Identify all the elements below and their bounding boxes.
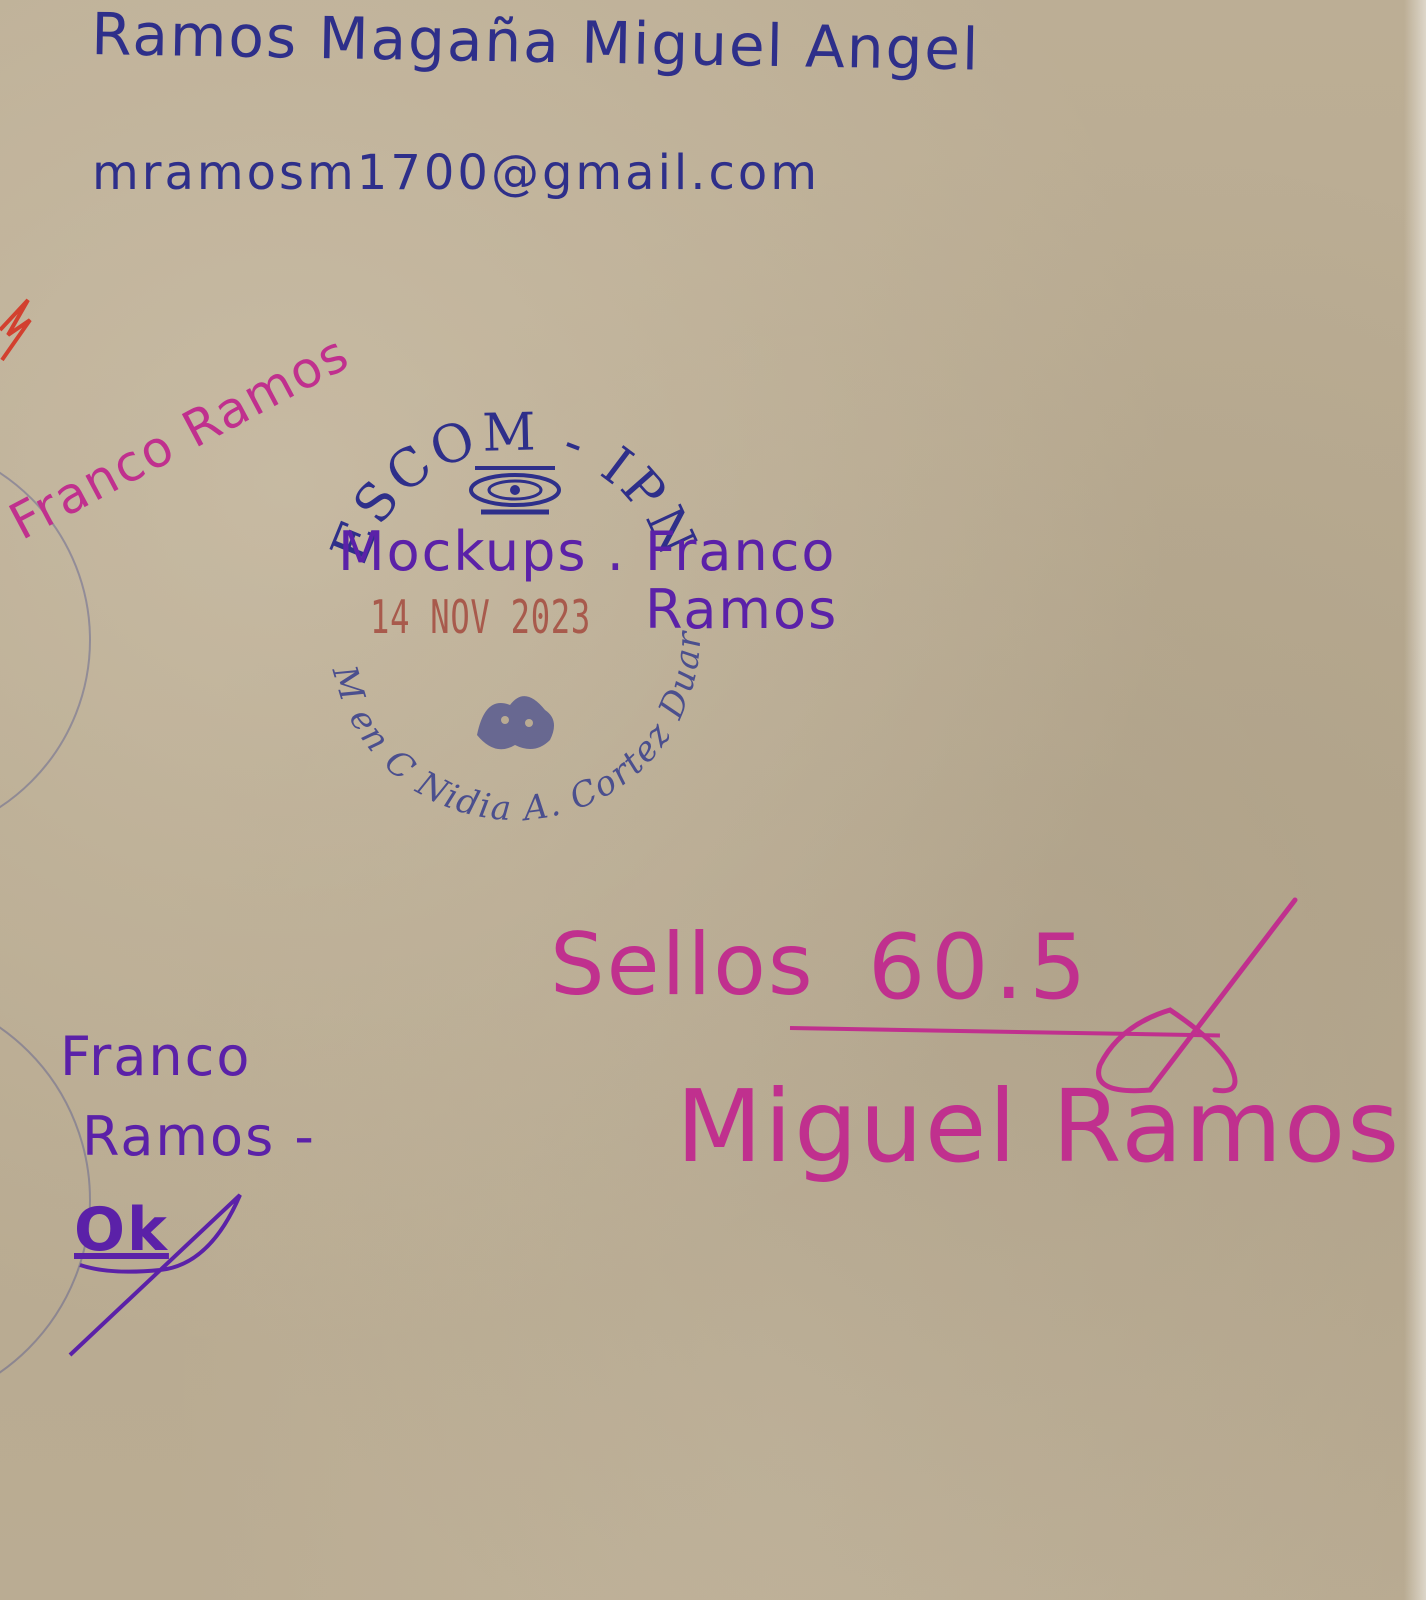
score-value: 60.5	[868, 915, 1093, 1020]
student-email: mramosm1700@gmail.com	[92, 145, 821, 201]
paper-edge	[1404, 0, 1426, 1600]
signer-name: Miguel Ramos	[676, 1068, 1402, 1185]
score-label: Sellos	[550, 915, 815, 1015]
side-signature-line-1: Franco	[60, 1025, 252, 1088]
side-signature-line-2: Ramos -	[82, 1105, 316, 1168]
escom-ipn-stamp: ESCOM - IPN M en C Nidia A. Cortez Duart…	[289, 364, 730, 835]
escom-logo-icon	[469, 466, 561, 515]
ipn-seal-icon	[477, 696, 554, 750]
stamp-signature-line-2: Ramos	[645, 578, 839, 641]
side-grade: Ok	[74, 1195, 169, 1265]
stamp-date: 14 NOV 2023	[370, 590, 591, 644]
stamp-signature-line-1: Mockups . Franco	[338, 520, 837, 583]
